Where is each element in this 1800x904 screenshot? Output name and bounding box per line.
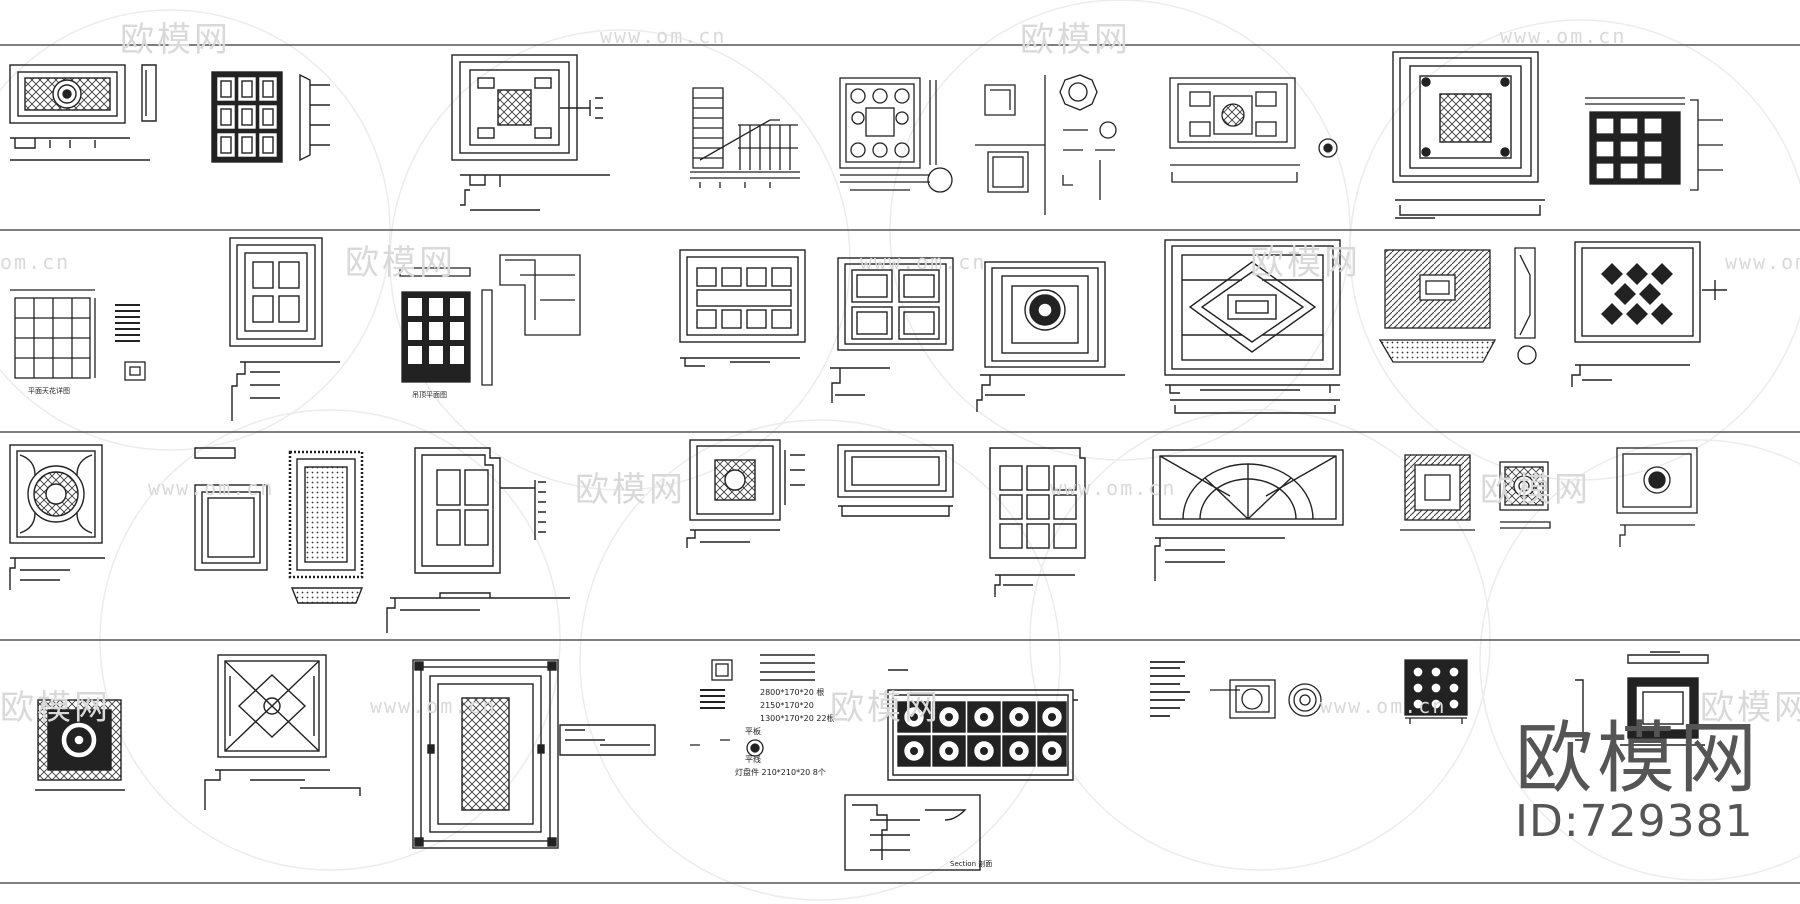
ceiling-plan-r4-dark <box>35 699 125 791</box>
row2-grid-caption: 平面天花详图 <box>28 386 70 395</box>
ceiling-plan-r1-grid <box>211 71 330 163</box>
ceiling-plan-r1-square-ornate <box>451 54 610 211</box>
ceiling-plan-r3-ninegrid <box>989 447 1086 597</box>
ceiling-plan-r2-diamond <box>1164 239 1341 414</box>
ceiling-plan-r1-wide <box>1169 77 1338 183</box>
staircase-elevation <box>690 87 800 188</box>
ceiling-plan-r3-medallion <box>9 444 105 590</box>
ceiling-plan-r3-square-small <box>686 439 805 548</box>
ceiling-plan-r3-frame <box>194 447 268 571</box>
brand-logo-text: 欧模网 <box>1515 714 1762 804</box>
brand-id-label: ID:729381 <box>1515 796 1754 847</box>
note-line-1: 2800*170*20 根 <box>760 687 824 697</box>
note-line-3: 1300*170*20 22根 <box>760 713 835 723</box>
ceiling-plan-r4-small-grid <box>1404 659 1468 724</box>
ceiling-plan-r3-irregular <box>386 447 570 633</box>
ceiling-plan-r2-panel <box>229 237 340 421</box>
ceiling-plan-r1-coffer <box>1585 97 1723 191</box>
section-detail-caption: Section 剖面 <box>950 859 992 868</box>
ceiling-plan-r4-square-detail <box>1575 651 1709 746</box>
ceiling-plan-r2-lattice <box>1571 241 1727 387</box>
note-line-4: 平板 <box>745 726 761 736</box>
ceiling-plan-r1-circle-grid <box>839 77 953 193</box>
detail-cluster-r4 <box>1150 661 1322 719</box>
note-line-2: 2150*170*20 <box>760 701 814 710</box>
ceiling-plan-r4-octagon-star <box>204 654 361 810</box>
row-separators <box>0 44 1800 884</box>
ceiling-plan-r2-hatched <box>1378 247 1537 365</box>
ceiling-plan-r2-grid: 平面天花详图 <box>10 289 146 395</box>
note-line-6: 灯盘件 210*210*20 8个 <box>735 767 826 777</box>
ceiling-plan-r4-tall-lattice <box>412 659 656 849</box>
ceiling-plan-r3-small-trio <box>1400 447 1698 547</box>
ceiling-plan-r3-fan <box>1152 449 1344 581</box>
section-detail-box: Section 剖面 <box>844 794 992 871</box>
ceiling-plan-r1-oval <box>9 64 157 161</box>
detail-cluster-r1 <box>975 74 1117 215</box>
ceiling-plan-r4-rosettes <box>887 669 1078 781</box>
ceiling-plan-r2-rectgrid <box>679 249 806 367</box>
spec-notes-block: 2800*170*20 根 2150*170*20 1300*170*20 22… <box>690 654 835 777</box>
note-line-5: 平线 <box>745 754 761 764</box>
ceiling-plan-r2-four-panel <box>830 257 954 403</box>
ceiling-plan-r3-dotted <box>288 450 364 604</box>
ceiling-plan-r2-coffer: 吊顶平面图 <box>399 254 581 399</box>
ceiling-plan-r2-medallion <box>976 261 1125 412</box>
ceiling-plan-r3-long <box>837 444 954 517</box>
ceiling-plan-r1-large-ornate <box>1392 51 1545 219</box>
row2-coffer-caption: 吊顶平面图 <box>412 391 447 399</box>
